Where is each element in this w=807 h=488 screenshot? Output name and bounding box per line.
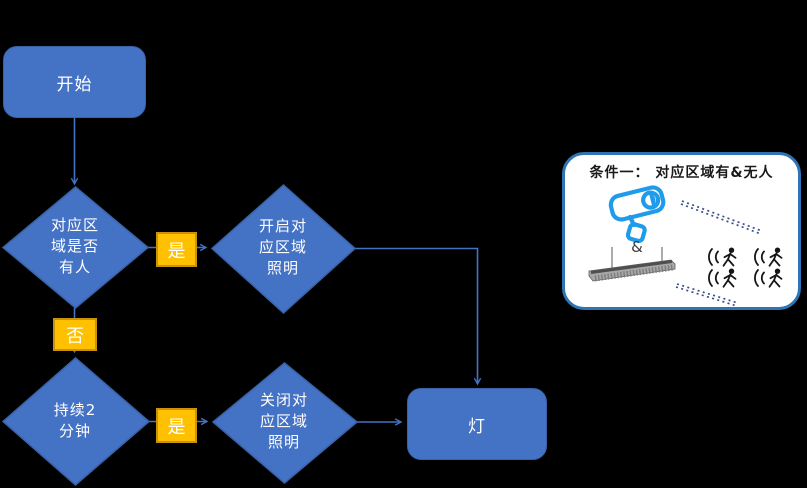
decision-turn-off-shape [211,362,359,484]
connector-turn-on-to-lamp [355,247,482,386]
lamp-node: 灯 [407,388,547,460]
decision-turn-on-label: 开启对 应区域 照明 [258,217,307,277]
callout-title: 条件一： 对应区域有&无人 [589,165,774,181]
signal-dashes-upper [680,200,763,235]
decision-occupancy-label: 对应区 域是否 有人 [50,216,99,276]
decision-duration-label: 持续2 分钟 [53,401,97,440]
walking-person-icon [754,246,783,267]
ampersand-label: & [631,238,643,256]
edge-label-yes-1: 是 [156,232,197,267]
decision-turn-on-shape [210,183,357,315]
start-node: 开始 [3,46,146,118]
edge-label-yes-2: 是 [156,408,197,443]
walking-person-icon [708,246,737,267]
light-fixture-wires [611,247,663,268]
condition-callout: 条件一： 对应区域有&无人 [562,152,801,310]
walking-person-icon [754,267,783,288]
linear-light-fixture-icon [588,259,676,282]
edge-label-no-1: 否 [53,318,97,351]
decision-occupancy-shape [1,186,150,309]
signal-dashes-lower [675,283,739,306]
walking-person-icon [708,267,737,288]
decision-turn-off-label: 关闭对 应区域 照明 [259,391,308,451]
decision-duration-shape [1,357,151,486]
callout-illustration [588,185,783,306]
cctv-camera-icon [608,185,666,244]
